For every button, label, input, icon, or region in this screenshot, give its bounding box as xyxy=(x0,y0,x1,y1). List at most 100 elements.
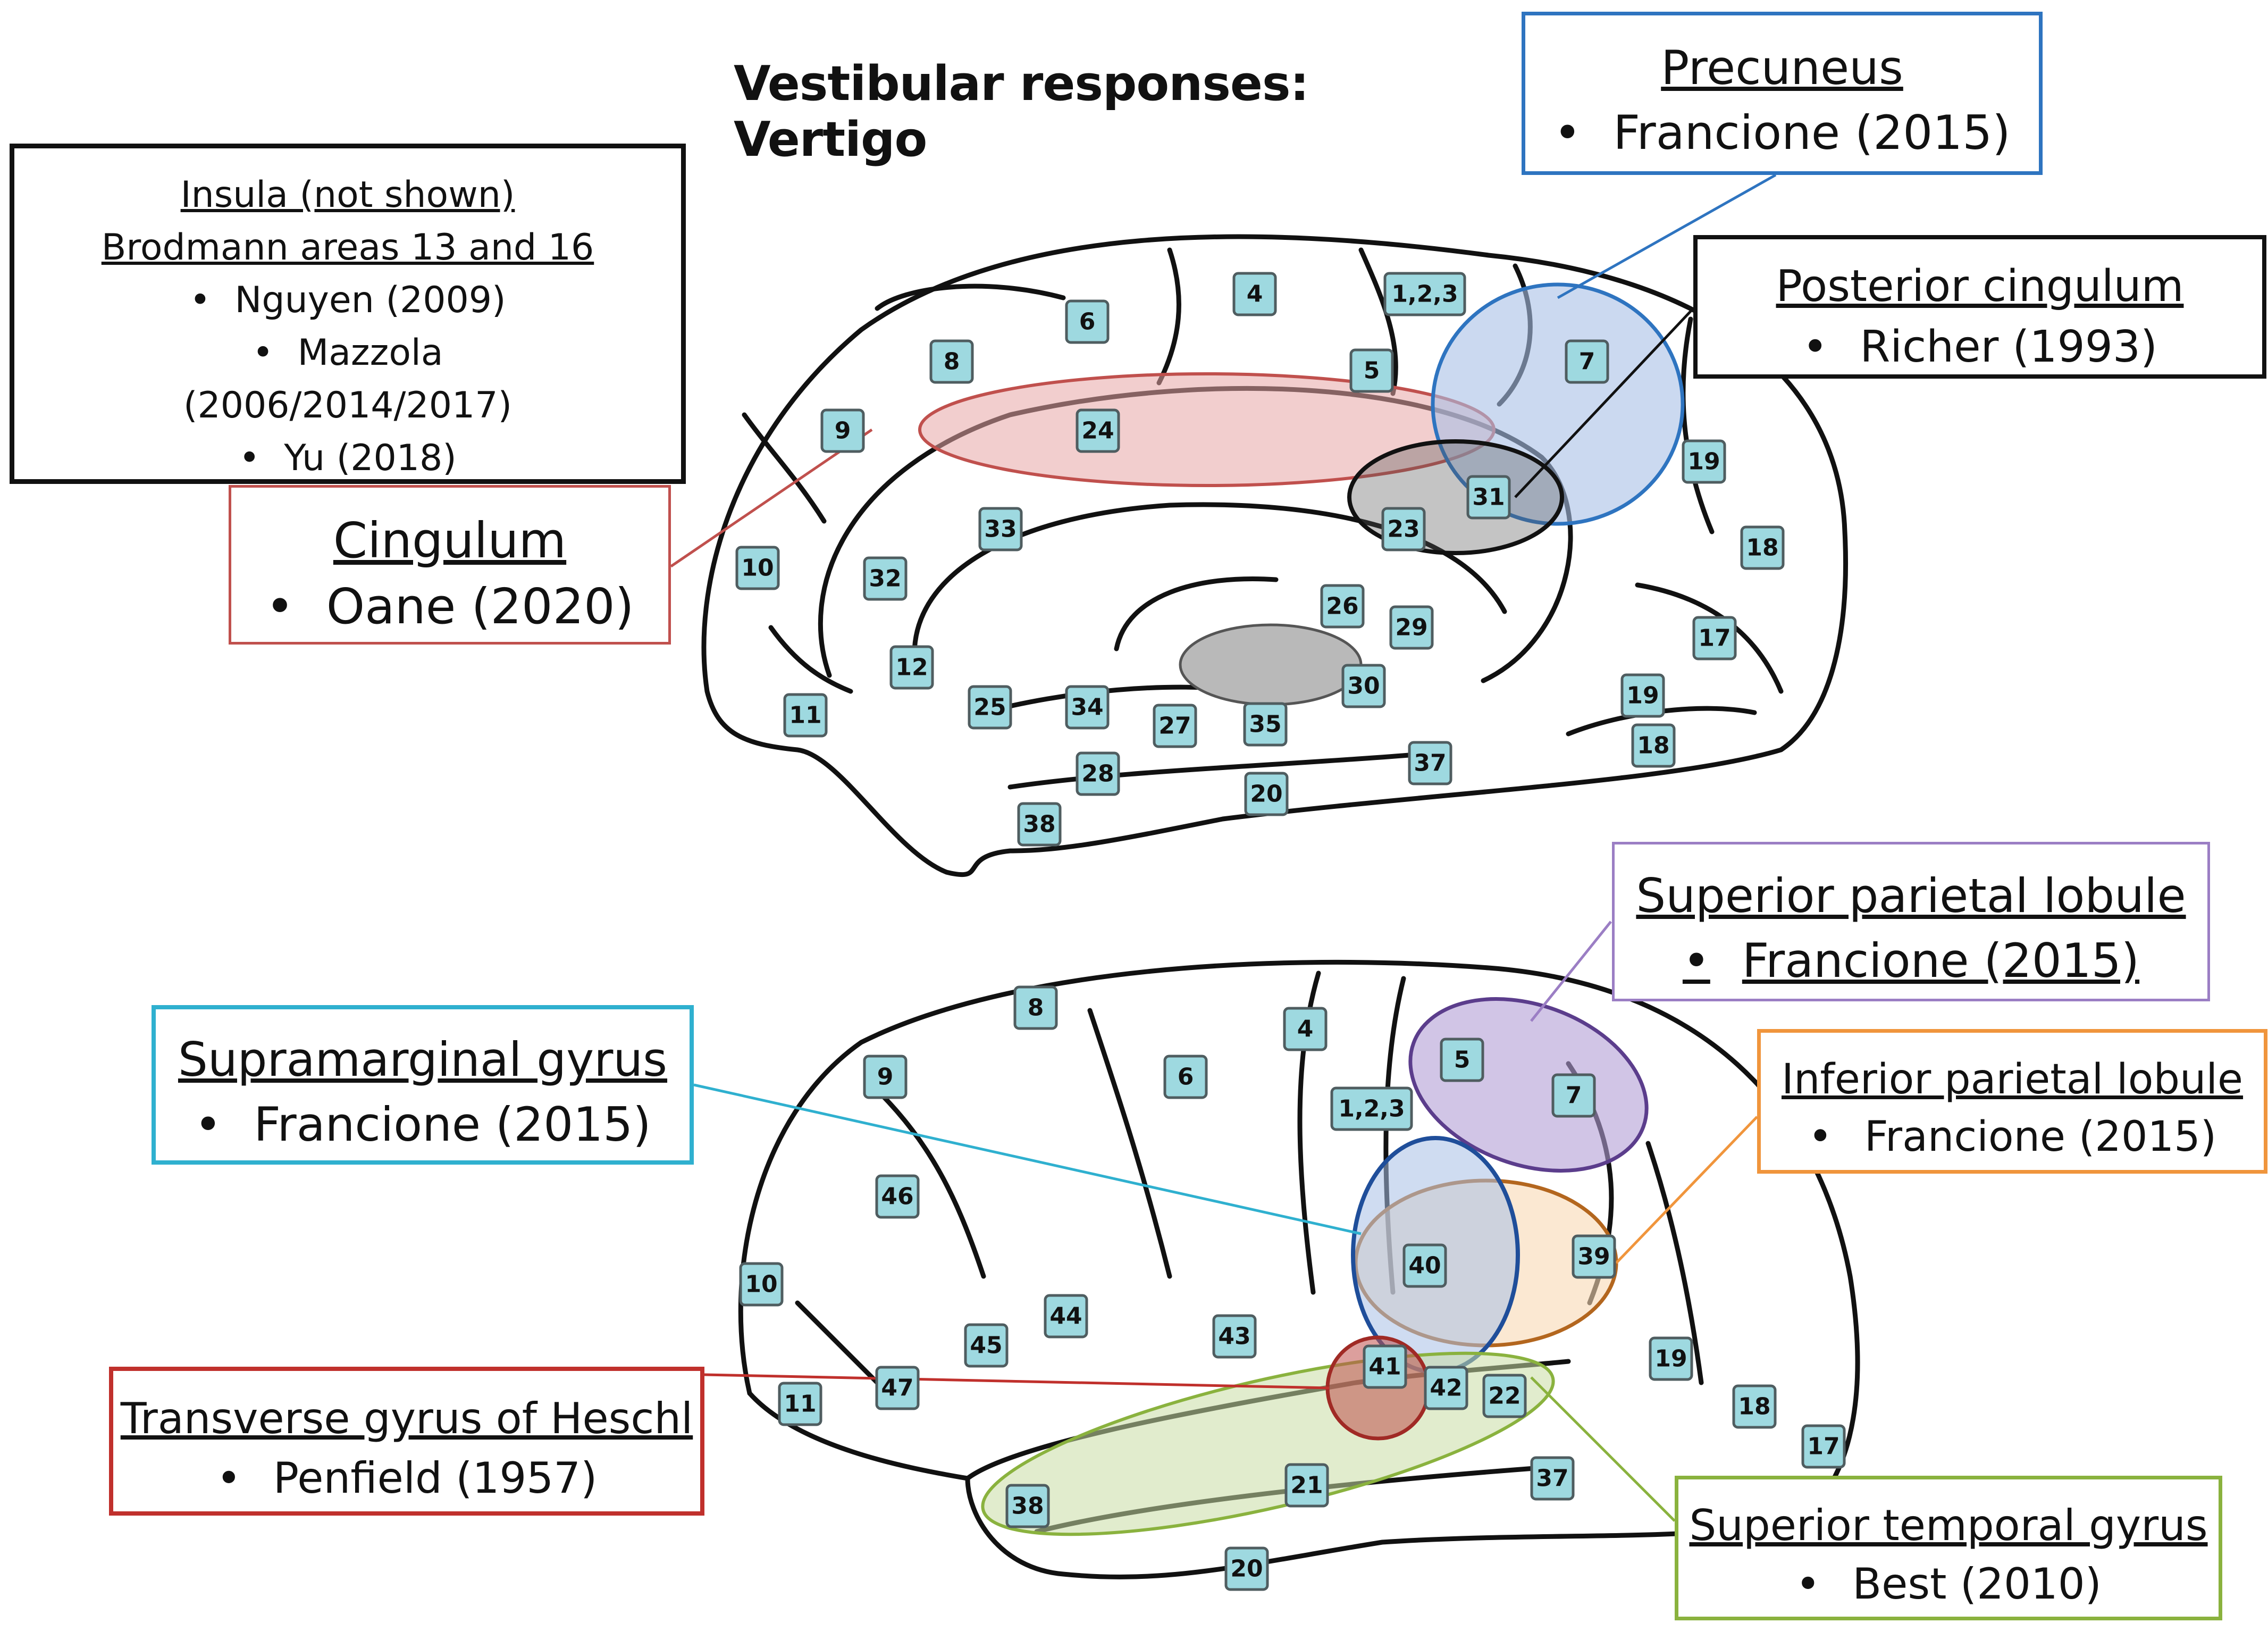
medial-area-badge-box xyxy=(863,556,908,601)
thalamus-shape xyxy=(1179,623,1363,706)
lateral-area-badge-box xyxy=(1363,1344,1407,1389)
medial-area-badge-box xyxy=(1153,704,1197,748)
lateral-area-badge-box xyxy=(1530,1456,1575,1501)
medial-area-label: 32 xyxy=(869,565,901,592)
medial-area-label: 25 xyxy=(973,694,1006,721)
lateral-area-badge-box xyxy=(1424,1366,1468,1410)
medial-area-badge: 19 xyxy=(1682,439,1726,484)
lateral-area-label: 46 xyxy=(881,1183,913,1210)
lateral-area-badge-box xyxy=(1013,985,1058,1030)
lateral-area-label: 5 xyxy=(1454,1047,1471,1074)
lateral-area-label: 40 xyxy=(1408,1252,1441,1279)
medial-area-badge-box xyxy=(1076,408,1120,453)
medial-area-badge: 9 xyxy=(820,408,865,453)
medial-area-label: 35 xyxy=(1249,711,1281,738)
medial-area-label: 31 xyxy=(1472,484,1505,511)
medial-area-label: 9 xyxy=(835,417,851,445)
medial-area-label: 6 xyxy=(1079,308,1096,336)
medial-area-label: 1,2,3 xyxy=(1391,281,1458,308)
insula-citation: Mazzola xyxy=(14,327,681,379)
medial-area-badge: 12 xyxy=(889,645,934,690)
medial-area-badge-box xyxy=(1017,802,1062,847)
medial-area-label: 26 xyxy=(1326,593,1358,620)
medial-area-label: 19 xyxy=(1687,448,1720,475)
heschl-gyrus-box: Transverse gyrus of Heschl Penfield (195… xyxy=(109,1367,704,1516)
lateral-area-badge: 40 xyxy=(1402,1243,1447,1288)
medial-area-badge: 19 xyxy=(1620,673,1665,718)
lateral-area-label: 19 xyxy=(1654,1345,1687,1373)
posterior-cingulum-citation: Richer (1993) xyxy=(1698,317,2262,378)
medial-area-badge-box xyxy=(1740,525,1785,570)
lateral-area-badge: 39 xyxy=(1572,1234,1616,1279)
supramarginal-citation: Francione (2015) xyxy=(156,1092,690,1157)
superior-parietal-citation: Francione (2015) xyxy=(1615,929,2207,993)
medial-area-label: 17 xyxy=(1698,625,1731,652)
superior-temporal-region xyxy=(981,1351,1555,1536)
lateral-area-badge-box xyxy=(1732,1384,1777,1429)
medial-area-badge: 34 xyxy=(1065,685,1110,730)
lateral-area-badge: 18 xyxy=(1732,1384,1777,1429)
medial-area-badge-box xyxy=(1349,348,1394,393)
medial-area-label: 20 xyxy=(1250,781,1282,808)
medial-area-label: 8 xyxy=(944,348,960,375)
lateral-area-badge-box xyxy=(739,1262,784,1307)
medial-area-badge-box xyxy=(1692,616,1737,660)
superior-temporal-gyrus-box: Superior temporal gyrus Best (2010) xyxy=(1675,1476,2222,1620)
lateral-area-label: 8 xyxy=(1028,994,1044,1022)
medial-area-badge-box xyxy=(929,339,974,384)
lateral-area-label: 43 xyxy=(1218,1323,1250,1350)
lateral-area-label: 18 xyxy=(1738,1393,1770,1420)
medial-area-badge-box xyxy=(1682,439,1726,484)
medial-area-badge: 38 xyxy=(1017,802,1062,847)
lateral-area-badge-box xyxy=(1163,1055,1208,1099)
medial-area-badge-box xyxy=(1320,584,1365,629)
lateral-area-label: 11 xyxy=(784,1391,816,1418)
lateral-area-label: 47 xyxy=(881,1375,913,1402)
medial-area-badge: 26 xyxy=(1320,584,1365,629)
precuneus-region xyxy=(1431,282,1685,526)
medial-area-badge: 24 xyxy=(1076,408,1120,453)
medial-area-badge: 23 xyxy=(1381,507,1426,551)
lateral-area-label: 45 xyxy=(970,1332,1002,1359)
inferior-parietal-citation: Francione (2015) xyxy=(1761,1108,2264,1166)
lateral-area-label: 22 xyxy=(1488,1383,1521,1410)
medial-area-badge-box xyxy=(1341,664,1386,708)
lateral-area-label: 37 xyxy=(1536,1465,1568,1492)
medial-area-badge: 30 xyxy=(1341,664,1386,708)
supramarginal-gyrus-box: Supramarginal gyrus Francione (2015) xyxy=(152,1005,694,1165)
superior-temporal-citation: Best (2010) xyxy=(1678,1555,2219,1613)
lateral-area-badge-box xyxy=(863,1055,908,1099)
lateral-area-badge: 42 xyxy=(1424,1366,1468,1410)
medial-area-badge-box xyxy=(1065,685,1110,730)
connector-lines xyxy=(670,173,1777,1522)
medial-area-label: 27 xyxy=(1158,713,1191,740)
medial-area-badge-box xyxy=(735,546,780,590)
medial-area-label: 7 xyxy=(1579,348,1595,375)
lateral-area-badge-box xyxy=(875,1174,920,1219)
medial-area-badge: 10 xyxy=(735,546,780,590)
lateral-area-label: 20 xyxy=(1230,1555,1263,1583)
medial-area-badge: 25 xyxy=(968,685,1012,730)
inferior-parietal-lobule-box: Inferior parietal lobule Francione (2015… xyxy=(1757,1029,2267,1174)
superior-parietal-heading: Superior parietal lobule xyxy=(1636,868,2186,923)
lateral-area-badge-box xyxy=(778,1382,822,1426)
lateral-area-badge-box xyxy=(875,1366,920,1410)
lateral-area-badge: 7 xyxy=(1551,1073,1596,1118)
lateral-area-badge-box xyxy=(1649,1336,1693,1381)
lateral-area-label: 10 xyxy=(745,1271,777,1298)
lateral-area-badge: 20 xyxy=(1224,1546,1269,1591)
lateral-area-badge: 43 xyxy=(1212,1314,1257,1359)
lateral-area-badge-box xyxy=(1044,1294,1088,1339)
lateral-area-badge: 17 xyxy=(1801,1424,1846,1469)
lateral-area-badge: 38 xyxy=(1005,1484,1050,1528)
medial-area-badge: 7 xyxy=(1565,339,1609,384)
posterior-cingulum-region xyxy=(1347,439,1564,555)
lateral-area-label: 44 xyxy=(1049,1303,1082,1330)
medial-area-badge-box xyxy=(1381,507,1426,551)
medial-area-badge: 18 xyxy=(1631,723,1676,768)
lateral-area-label: 21 xyxy=(1290,1472,1323,1499)
inferior-parietal-heading: Inferior parietal lobule xyxy=(1781,1056,2244,1103)
superior-temporal-heading: Superior temporal gyrus xyxy=(1689,1501,2208,1550)
insula-citation: Nguyen (2009) xyxy=(14,274,681,327)
